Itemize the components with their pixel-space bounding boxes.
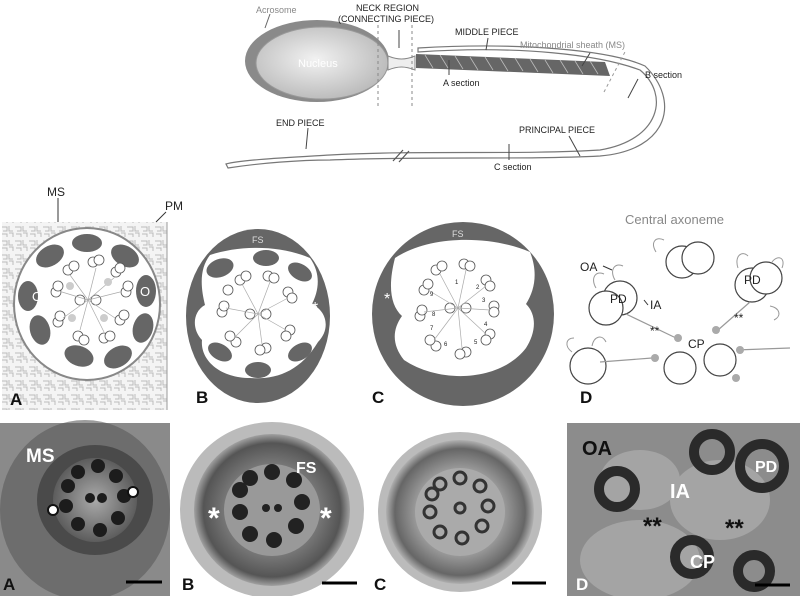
- pd-label-schematic-right: PD: [744, 273, 761, 287]
- schematic-a: O O MS PM A: [2, 185, 183, 410]
- principal-piece-label: PRINCIPAL PIECE: [519, 125, 595, 135]
- doublet-number-5: 5: [474, 340, 478, 346]
- double-star-micrograph-left: **: [643, 513, 662, 540]
- ia-label-schematic: IA: [650, 298, 661, 312]
- doublet-number-8: 8: [432, 312, 436, 318]
- oa-label-schematic: OA: [580, 260, 597, 274]
- panel-label-micrograph-c: C: [374, 575, 386, 594]
- panel-label-micrograph-b: B: [182, 575, 194, 594]
- fs-label-schematic-c: FS: [452, 229, 464, 239]
- doublets-a: [50, 254, 134, 346]
- acrosome-label: Acrosome: [256, 5, 297, 15]
- schematic-c: 1 2 3 4 5 6 7 8 9 FS * * C: [372, 222, 554, 407]
- panel-label-micrograph-a: A: [3, 575, 15, 594]
- panel-label-d: D: [580, 388, 592, 407]
- micrograph-a-doublets: [59, 459, 131, 537]
- star-left-micrograph-b: *: [208, 502, 220, 535]
- star-right-micrograph-b: *: [320, 502, 332, 535]
- doublet-number-2: 2: [476, 285, 480, 291]
- outer-dense-fiber-o-right: O: [140, 284, 150, 299]
- sperm-tail: [225, 45, 666, 169]
- panel-label-micrograph-d: D: [576, 575, 588, 594]
- oa-label-micrograph: OA: [582, 438, 612, 460]
- ms-label-micrograph: MS: [26, 446, 55, 467]
- micrograph-d-doublets: [594, 429, 789, 592]
- micrograph-c-doublets: [422, 470, 496, 546]
- neck-region-label: NECK REGION: [356, 3, 419, 13]
- doublet-number-4: 4: [484, 322, 488, 328]
- sperm-diagram: Acrosome Nucleus NECK REGION (CONNECTING…: [225, 3, 682, 172]
- central-axoneme-label: Central axoneme: [625, 212, 724, 227]
- double-star-schematic-right: **: [734, 311, 744, 325]
- a-section-label: A section: [443, 78, 480, 88]
- schematic-d: Central axoneme OA IA: [566, 212, 791, 407]
- pd-label-schematic-left: PD: [610, 292, 627, 306]
- doublet-number-7: 7: [430, 326, 434, 332]
- panel-label-a: A: [10, 390, 22, 409]
- doublet-number-3: 3: [482, 298, 486, 304]
- micrograph-c: C: [367, 423, 562, 596]
- star-left-b: *: [198, 307, 204, 324]
- star-left-c: *: [384, 291, 390, 308]
- doublets-b: [216, 270, 298, 356]
- star-right-b: *: [312, 300, 318, 317]
- star-right-c: *: [526, 311, 532, 328]
- double-star-micrograph-right: **: [725, 515, 744, 542]
- nucleus-label: Nucleus: [298, 58, 338, 70]
- cp-label-schematic: CP: [688, 337, 705, 351]
- b-section-label: B section: [645, 70, 682, 80]
- doublet-number-9: 9: [430, 292, 434, 298]
- schematic-b: FS * * B: [186, 229, 330, 407]
- micrograph-a: MS A: [0, 420, 170, 596]
- micrograph-d: OA IA PD CP ** ** D: [567, 423, 800, 596]
- panel-label-b: B: [196, 388, 208, 407]
- panel-label-c: C: [372, 388, 384, 407]
- pm-label: PM: [165, 199, 183, 213]
- end-piece-label: END PIECE: [276, 118, 325, 128]
- cp-label-micrograph: CP: [690, 552, 715, 572]
- ms-label: MS: [47, 185, 65, 199]
- doublet-number-6: 6: [444, 342, 448, 348]
- mito-sheath-label: Mitochondrial sheath (MS): [520, 40, 625, 50]
- double-star-schematic-left: **: [650, 324, 660, 338]
- doublets-c: [414, 258, 500, 360]
- doublet-number-1: 1: [455, 280, 459, 286]
- connecting-piece-label: (CONNECTING PIECE): [338, 14, 434, 24]
- micrograph-b: FS * * B: [176, 422, 371, 596]
- pd-label-micrograph: PD: [755, 459, 777, 476]
- ia-label-micrograph: IA: [670, 481, 690, 503]
- micrograph-b-doublets: [232, 464, 310, 548]
- mitochondrial-sheath: [416, 54, 610, 76]
- c-section-label: C section: [494, 162, 532, 172]
- middle-piece-label: MIDDLE PIECE: [455, 27, 519, 37]
- fs-label-micrograph: FS: [296, 460, 317, 477]
- outer-dense-fiber-o-left: O: [32, 289, 42, 304]
- fs-label-schematic-b: FS: [252, 235, 264, 245]
